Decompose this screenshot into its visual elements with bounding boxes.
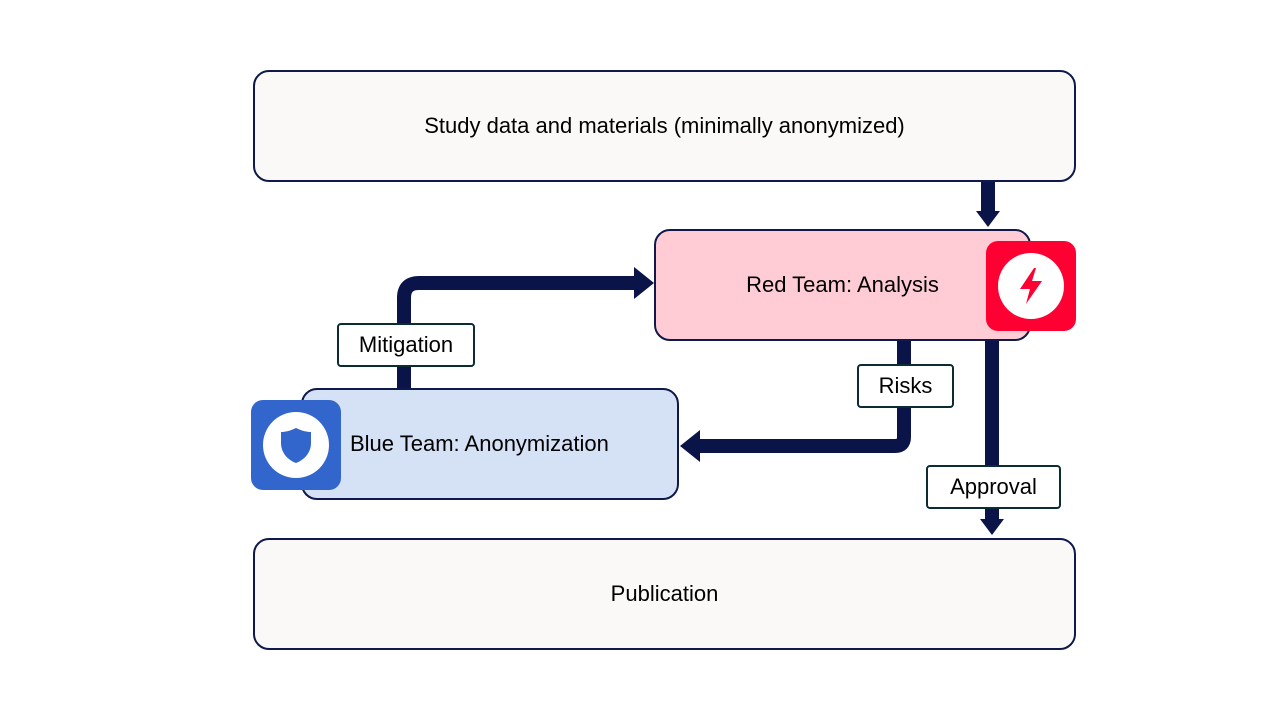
edge-label-risks-text: Risks: [878, 373, 933, 398]
edge-label-approval-text: Approval: [950, 474, 1037, 499]
node-publication-label: Publication: [610, 581, 719, 606]
edge-label-risks: Risks: [857, 364, 954, 408]
edge-label-mitigation-text: Mitigation: [358, 332, 454, 357]
node-source-data: Study data and materials (minimally anon…: [253, 70, 1076, 182]
lightning-bolt-icon: [998, 253, 1064, 319]
arrow-risks: [680, 341, 911, 462]
shield-icon: [263, 412, 329, 478]
node-publication: Publication: [253, 538, 1076, 650]
edge-label-mitigation: Mitigation: [337, 323, 475, 367]
red-team-badge: [986, 241, 1076, 331]
node-blue-team-label: Blue Team: Anonymization: [350, 431, 609, 456]
node-red-team-label: Red Team: Analysis: [746, 272, 939, 297]
arrow-source-to-red-team: [976, 182, 1000, 227]
node-source-data-label: Study data and materials (minimally anon…: [424, 113, 905, 138]
arrow-mitigation: [397, 267, 654, 388]
node-blue-team: Blue Team: Anonymization: [301, 388, 679, 500]
blue-team-badge: [251, 400, 341, 490]
edge-label-approval: Approval: [926, 465, 1061, 509]
node-red-team: Red Team: Analysis: [654, 229, 1031, 341]
